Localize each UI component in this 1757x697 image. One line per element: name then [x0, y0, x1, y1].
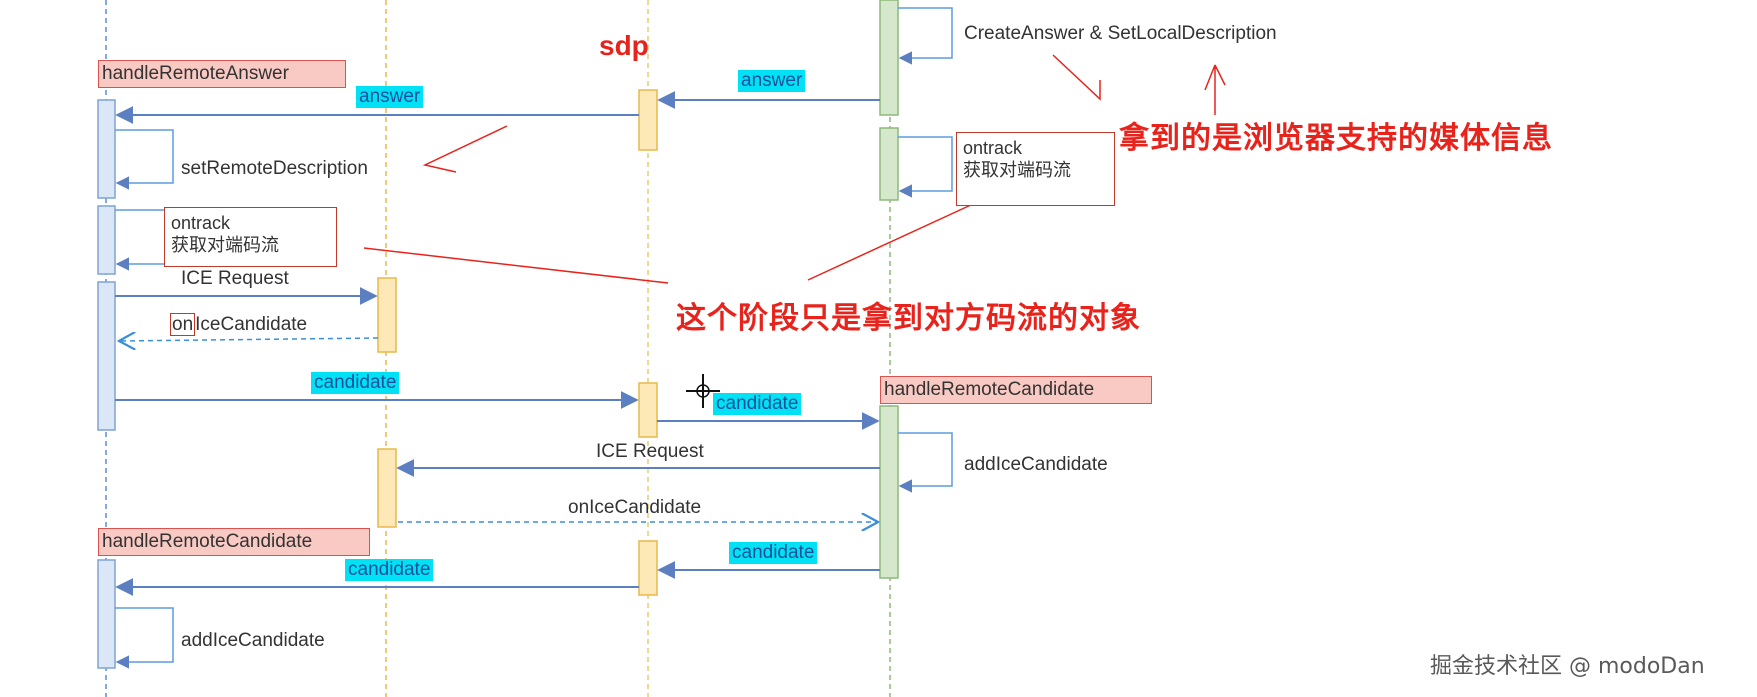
label-ice-request-2: ICE Request — [596, 441, 704, 462]
watermark: 掘金技术社区 @ modoDan — [1430, 654, 1705, 679]
activation-bar — [377, 277, 397, 353]
label-ice-candidate-suffix: IceCandidate — [195, 314, 308, 335]
handler-handle-remote-candidate-left: handleRemoteCandidate — [98, 528, 370, 556]
activation-bar — [377, 448, 397, 528]
annotation-stroke — [1204, 64, 1226, 115]
activation-bar — [879, 0, 899, 116]
lifeline-title: sdp — [599, 30, 649, 61]
note-browser-media: 拿到的是浏览器支持的媒体信息 — [1119, 121, 1553, 156]
activation-bar — [638, 89, 658, 151]
label-answer-left: answer — [356, 86, 424, 108]
ontrack-left-line2: 获取对端码流 — [171, 235, 279, 255]
activation-bar — [879, 405, 899, 579]
activation-bar — [97, 99, 116, 199]
arrow-onicecandidate-1 — [119, 338, 379, 341]
annotation-stroke — [807, 203, 974, 281]
label-candidate-1: candidate — [311, 372, 400, 394]
cursor-crosshair-icon — [686, 374, 720, 408]
label-candidate-2: candidate — [713, 393, 802, 415]
activation-bar — [879, 127, 899, 201]
label-set-remote-description: setRemoteDescription — [181, 158, 368, 179]
self-message-loop — [898, 136, 953, 198]
ontrack-box-left: ontrack 获取对端码流 — [164, 207, 337, 267]
ontrack-left-line1: ontrack — [171, 213, 231, 233]
ontrack-box-right: ontrack 获取对端码流 — [956, 132, 1115, 206]
annotation-stroke — [363, 247, 669, 284]
note-stage-object: 这个阶段只是拿到对方码流的对象 — [676, 301, 1141, 336]
label-ice-request-1: ICE Request — [181, 268, 289, 289]
label-on-prefix: on — [170, 313, 196, 336]
label-create-answer: CreateAnswer & SetLocalDescription — [964, 23, 1277, 44]
self-message-loop — [898, 432, 953, 493]
label-add-ice-candidate-right: addIceCandidate — [964, 454, 1108, 475]
activation-bar — [97, 559, 116, 669]
label-answer-right: answer — [738, 70, 806, 92]
label-candidate-3: candidate — [729, 542, 818, 564]
activation-bar — [638, 382, 658, 438]
self-message-loop — [115, 607, 174, 669]
self-message-loop — [115, 129, 174, 190]
annotation-stroke — [422, 125, 508, 173]
label-onicecandidate-2: onIceCandidate — [568, 497, 702, 518]
ontrack-right-line1: ontrack — [963, 138, 1023, 158]
self-message-loop — [898, 7, 953, 65]
activation-bar — [97, 281, 116, 431]
handler-handle-remote-answer: handleRemoteAnswer — [98, 60, 346, 88]
activation-bar — [638, 540, 658, 596]
activation-bar — [97, 205, 116, 275]
label-add-ice-candidate-left: addIceCandidate — [181, 630, 325, 651]
label-candidate-4: candidate — [345, 559, 434, 581]
annotation-stroke — [1052, 54, 1101, 101]
ontrack-right-line2: 获取对端码流 — [963, 160, 1071, 180]
handler-handle-remote-candidate-right: handleRemoteCandidate — [880, 376, 1152, 404]
